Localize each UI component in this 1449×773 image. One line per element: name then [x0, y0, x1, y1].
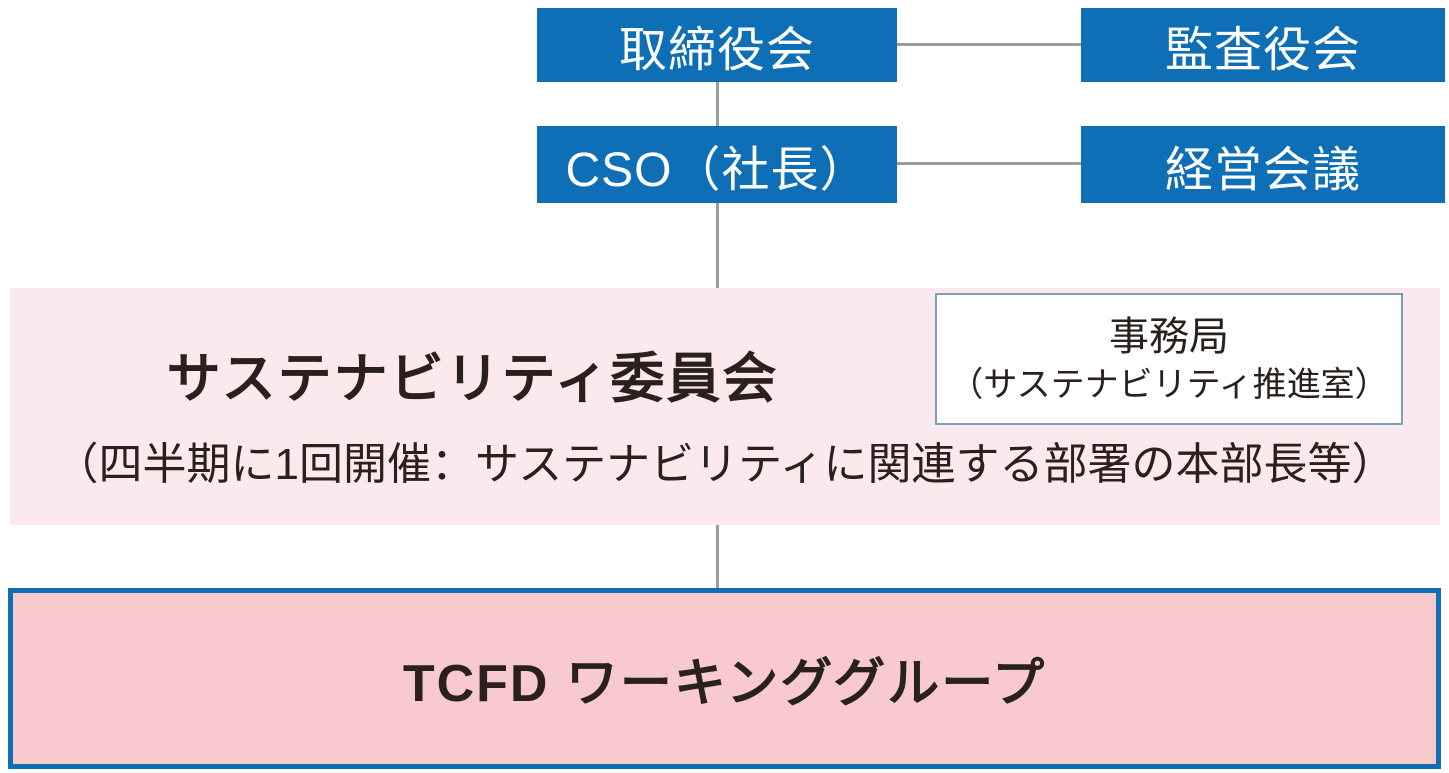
- connector-committee-tcfd: [716, 525, 719, 588]
- node-board-label: 取締役会: [618, 24, 815, 77]
- node-management-meeting: 経営会議: [1081, 126, 1445, 203]
- tcfd-label: TCFD ワーキンググループ: [402, 655, 1047, 713]
- committee-title: サステナビリティ委員会: [166, 349, 779, 409]
- node-secretariat: 事務局 （サステナビリティ推進室）: [935, 293, 1403, 425]
- connector-cso-management: [897, 162, 1081, 165]
- node-audit-label: 監査役会: [1164, 24, 1361, 77]
- connector-board-cso: [716, 82, 719, 126]
- node-tcfd-working-group: TCFD ワーキンググループ: [8, 588, 1441, 769]
- secretariat-title: 事務局: [1109, 314, 1229, 359]
- node-cso-president: CSO（社長）: [537, 126, 897, 203]
- node-board-of-directors: 取締役会: [537, 8, 897, 82]
- node-audit-board: 監査役会: [1081, 8, 1445, 82]
- connector-board-audit: [897, 43, 1081, 46]
- node-cso-label: CSO（社長）: [565, 143, 869, 197]
- committee-subtitle: （四半期に1回開催：サステナビリティに関連する部署の本部長等）: [54, 440, 1396, 489]
- secretariat-subtitle: （サステナビリティ推進室）: [949, 365, 1389, 404]
- node-management-label: 経営会議: [1164, 143, 1361, 197]
- connector-cso-committee: [716, 203, 719, 288]
- node-sustainability-committee: サステナビリティ委員会 （四半期に1回開催：サステナビリティに関連する部署の本部…: [10, 288, 1440, 525]
